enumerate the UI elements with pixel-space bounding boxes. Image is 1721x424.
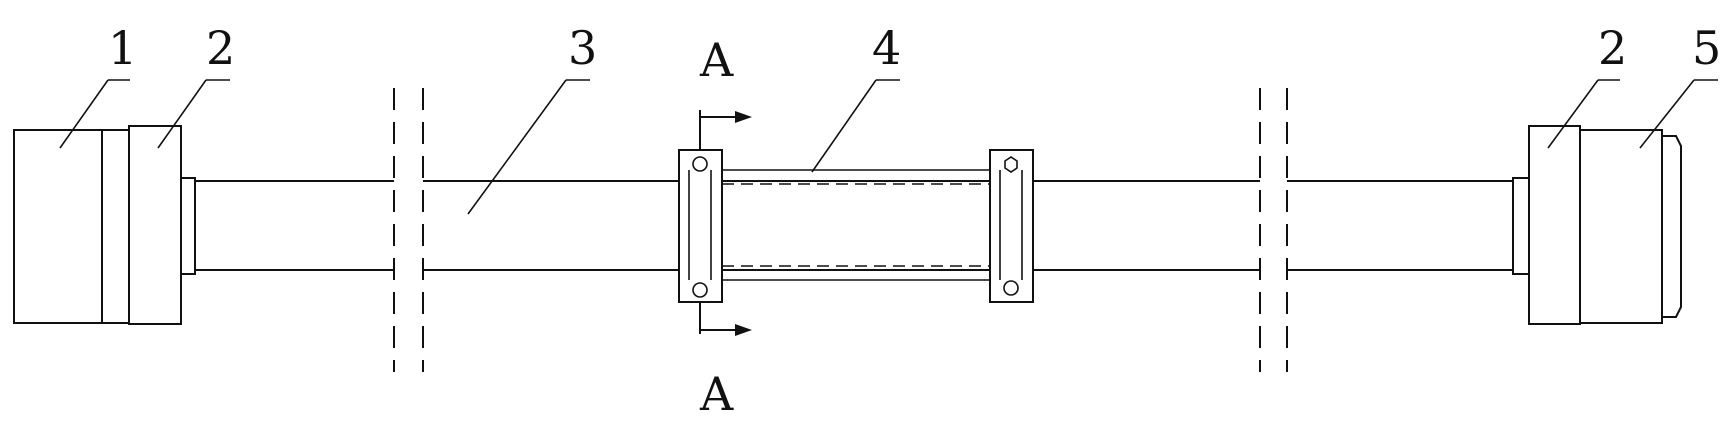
label-part-3: 3 [568,21,597,75]
break-line-left [393,88,424,372]
shaft-part-3 [195,180,1513,271]
label-part-2-left: 2 [206,21,235,75]
part-2-left-flange [128,125,196,325]
label-part-4: 4 [872,21,901,75]
part-1-block [13,129,130,324]
part-5-block [1579,129,1682,324]
leader-lines [59,79,1718,215]
part-2-right-flange [1512,125,1581,325]
section-line-a [699,110,752,336]
clamp-left [678,149,723,303]
clamp-right [989,149,1034,303]
bolt-hole-icon [1003,280,1019,296]
arrow-right-icon [735,111,752,123]
bolt-hole-icon [692,156,708,172]
label-part-1: 1 [108,21,137,75]
label-part-5: 5 [1692,21,1721,75]
part-4-sleeve [722,169,990,281]
section-label-top: A [699,33,734,87]
break-line-right [1259,88,1288,372]
hex-bolt-icon [1004,156,1018,173]
section-label-bottom: A [699,367,734,421]
label-part-2-right: 2 [1598,21,1627,75]
bolt-hole-icon [692,282,708,298]
arrow-right-icon [735,324,752,336]
